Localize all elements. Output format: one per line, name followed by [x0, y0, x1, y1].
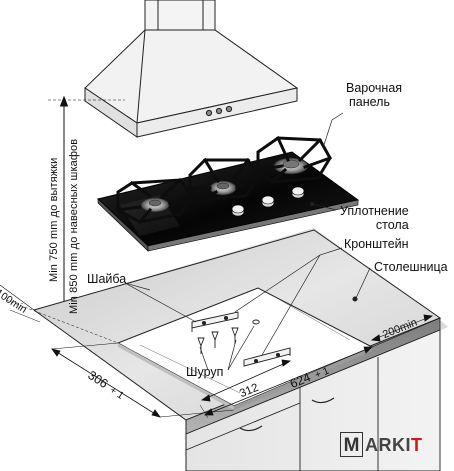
pan-supports [116, 136, 332, 225]
cabinet-handle-right [311, 397, 335, 404]
brand-logo-text: ARKIT [365, 433, 423, 457]
screw-icons [197, 319, 260, 354]
cabinet-handle-left [239, 425, 263, 432]
hood-control-knobs [205, 105, 233, 117]
brand-logo-accent: T [411, 435, 423, 455]
burner-right [273, 157, 309, 175]
washer-icon [252, 319, 260, 325]
dimension-lines [0, 284, 441, 419]
label-seal: Уплотнение стола [340, 204, 409, 232]
label-bracket: Кронштейн [344, 237, 409, 251]
mounting-brackets [191, 311, 291, 367]
label-washer: Шайба [87, 272, 127, 286]
countertop [32, 228, 448, 435]
label-screw: Шуруп [186, 365, 224, 379]
label-hob-line2: панель [349, 95, 390, 109]
label-seal-line2: стола [375, 218, 409, 232]
label-clearance-cabinets: Min 850 mm до навесных шкафов [68, 138, 80, 314]
burner-left [140, 197, 170, 213]
range-hood [84, 0, 299, 138]
brand-logo-letter: M [340, 432, 363, 457]
label-seal-line1: Уплотнение [340, 204, 409, 218]
label-clearance-hood: Min 750 mm до вытяжки [48, 157, 60, 282]
label-hob-line1: Варочная [346, 81, 403, 95]
brand-logo-name: ARKI [365, 435, 411, 455]
gas-hob [96, 136, 360, 252]
hob-control-knobs [231, 186, 305, 217]
label-countertop: Столешница [374, 260, 448, 274]
cabinet [185, 329, 441, 471]
label-hob: Варочная панель [346, 81, 402, 109]
brand-logo: M ARKIT [340, 432, 452, 460]
leader-lines [124, 112, 371, 371]
